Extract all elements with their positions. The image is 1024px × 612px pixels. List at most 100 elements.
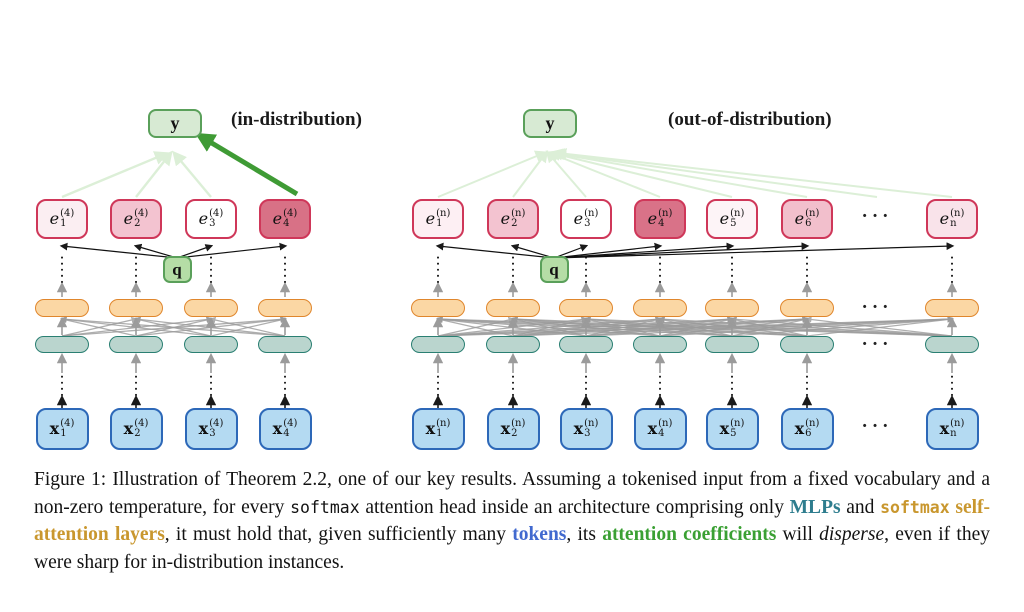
x-variable: x [49, 419, 60, 438]
subscript: 2 [511, 218, 518, 229]
caption-segment: attention head inside an architecture co… [359, 496, 790, 518]
superscript: (n) [511, 418, 526, 429]
ellipsis: ··· [861, 416, 893, 437]
scripts: (4)4 [283, 419, 297, 439]
cross-attention-arrow [60, 316, 286, 337]
subscript: 3 [584, 218, 591, 229]
superscript: (4) [134, 208, 149, 219]
x-token-box: x(n)4 [633, 408, 687, 450]
x-token-box: x(4)1 [35, 408, 89, 450]
arrows-layer-in-distribution [56, 132, 299, 408]
scripts: (n)2 [511, 419, 525, 439]
e-variable: e [425, 209, 436, 228]
mlp-layer-pill-orange [633, 299, 687, 317]
q-to-e-arrow [176, 242, 288, 259]
x-token-box: x(n)6 [780, 408, 834, 450]
subscript: 3 [584, 428, 591, 439]
faint-attention-arrow [135, 150, 173, 198]
arrows-layer-out-of-distribution [432, 147, 958, 408]
faint-attention-arrow [554, 147, 953, 198]
e-variable: e [647, 209, 658, 228]
subscript: 1 [436, 218, 443, 229]
cross-attention-arrow [60, 316, 212, 337]
caption-segment: tokens [512, 524, 567, 545]
subscript: 4 [658, 428, 665, 439]
x-token-box: x(4)3 [184, 408, 238, 450]
cross-attention-arrow [511, 316, 808, 337]
superscript: (n) [805, 418, 820, 429]
subscript: 2 [134, 428, 141, 439]
superscript: (n) [805, 208, 820, 219]
superscript: (n) [658, 208, 673, 219]
sharp-attention-arrow [194, 132, 299, 197]
faint-attention-arrow [550, 148, 808, 198]
subscript: 1 [60, 218, 67, 229]
mlp-layer-pill-orange [559, 299, 613, 317]
attention-layer-pill-teal [258, 336, 312, 353]
e-variable: e [123, 209, 134, 228]
scripts: (n)n [950, 419, 964, 439]
subscript: 1 [60, 428, 67, 439]
x-token-box: x(n)5 [705, 408, 759, 450]
ellipsis: ··· [861, 297, 893, 318]
e-variable: e [500, 209, 511, 228]
ellipsis: ··· [861, 333, 893, 355]
x-token-box: x(n)n [925, 408, 979, 450]
distribution-label: (in-distribution) [231, 109, 362, 130]
attention-layer-pill-teal [780, 336, 834, 353]
attention-layer-pill-teal [411, 336, 465, 353]
q-to-e-arrow [553, 242, 955, 259]
e-score-box: e(4)3 [185, 199, 237, 239]
q-query-box: q [539, 256, 569, 283]
subscript: 6 [805, 428, 812, 439]
scripts: (n)5 [730, 419, 744, 439]
attention-layer-pill-teal [559, 336, 613, 353]
y-output-box: y [523, 109, 577, 138]
faint-attention-arrow [172, 150, 212, 198]
x-variable: x [198, 419, 209, 438]
subscript: 1 [436, 428, 443, 439]
superscript: (n) [584, 418, 599, 429]
x-variable: x [573, 419, 584, 438]
x-variable: x [272, 419, 283, 438]
superscript: (n) [950, 418, 965, 429]
e-variable: e [939, 209, 950, 228]
e-score-box: e(n)5 [706, 199, 758, 239]
q-to-e-arrow [553, 242, 810, 259]
superscript: (n) [511, 208, 526, 219]
cross-attention-arrow [436, 316, 587, 337]
scripts: (n)5 [730, 209, 744, 229]
caption-segment: disperse [819, 524, 885, 545]
x-variable: x [425, 419, 436, 438]
attention-layer-pill-teal [109, 336, 163, 353]
superscript: (4) [60, 208, 75, 219]
caption-segment: softmax [880, 497, 950, 517]
scripts: (n)6 [805, 419, 819, 439]
scripts: (n)6 [805, 209, 819, 229]
superscript: (4) [283, 208, 298, 219]
scripts: (4)1 [60, 419, 74, 439]
subscript: 5 [730, 218, 737, 229]
e-variable: e [794, 209, 805, 228]
q-to-e-arrow [435, 242, 555, 259]
e-variable: e [49, 209, 60, 228]
superscript: (n) [436, 418, 451, 429]
e-variable: e [573, 209, 584, 228]
cross-attention-arrow [658, 316, 953, 337]
e-variable: e [198, 209, 209, 228]
scripts: (n)3 [584, 419, 598, 439]
e-score-box: e(n)n [926, 199, 978, 239]
q-to-e-arrow [59, 242, 178, 259]
faint-attention-arrow [512, 150, 549, 198]
scripts: (4)2 [134, 419, 148, 439]
e-variable: e [272, 209, 283, 228]
scripts: (4)4 [283, 209, 297, 229]
superscript: (4) [209, 208, 224, 219]
x-token-box: x(4)4 [258, 408, 312, 450]
subscript: 2 [134, 218, 141, 229]
subscript: n [950, 428, 957, 439]
q-query-box: q [162, 256, 192, 283]
